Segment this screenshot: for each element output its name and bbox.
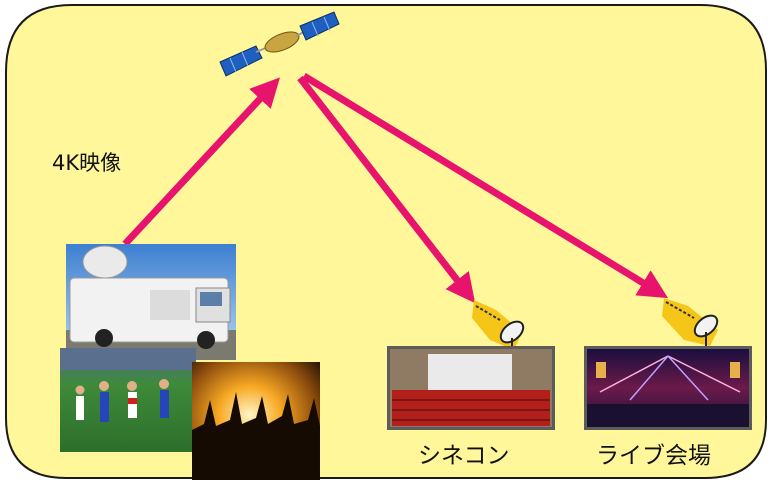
soccer-photo: [60, 348, 196, 452]
concert-crowd-photo: [192, 362, 320, 480]
uplink-label: 4K映像: [52, 151, 122, 175]
cinema-label: シネコン: [418, 443, 510, 469]
live-venue-photo: [584, 346, 752, 430]
satellite-dish-icon: [662, 298, 719, 346]
downlink-arrow-live: [302, 73, 669, 299]
downlink-arrow-cinema: [297, 75, 476, 304]
arrows: [122, 73, 669, 304]
uplink-arrow: [122, 77, 281, 247]
broadcast-van-photo: [66, 244, 236, 360]
satellite-icon: [219, 11, 340, 77]
live-venue-label: ライブ会場: [596, 443, 711, 469]
satellite-dish-icon: [472, 300, 525, 352]
cinema-hall-photo: [387, 346, 555, 430]
